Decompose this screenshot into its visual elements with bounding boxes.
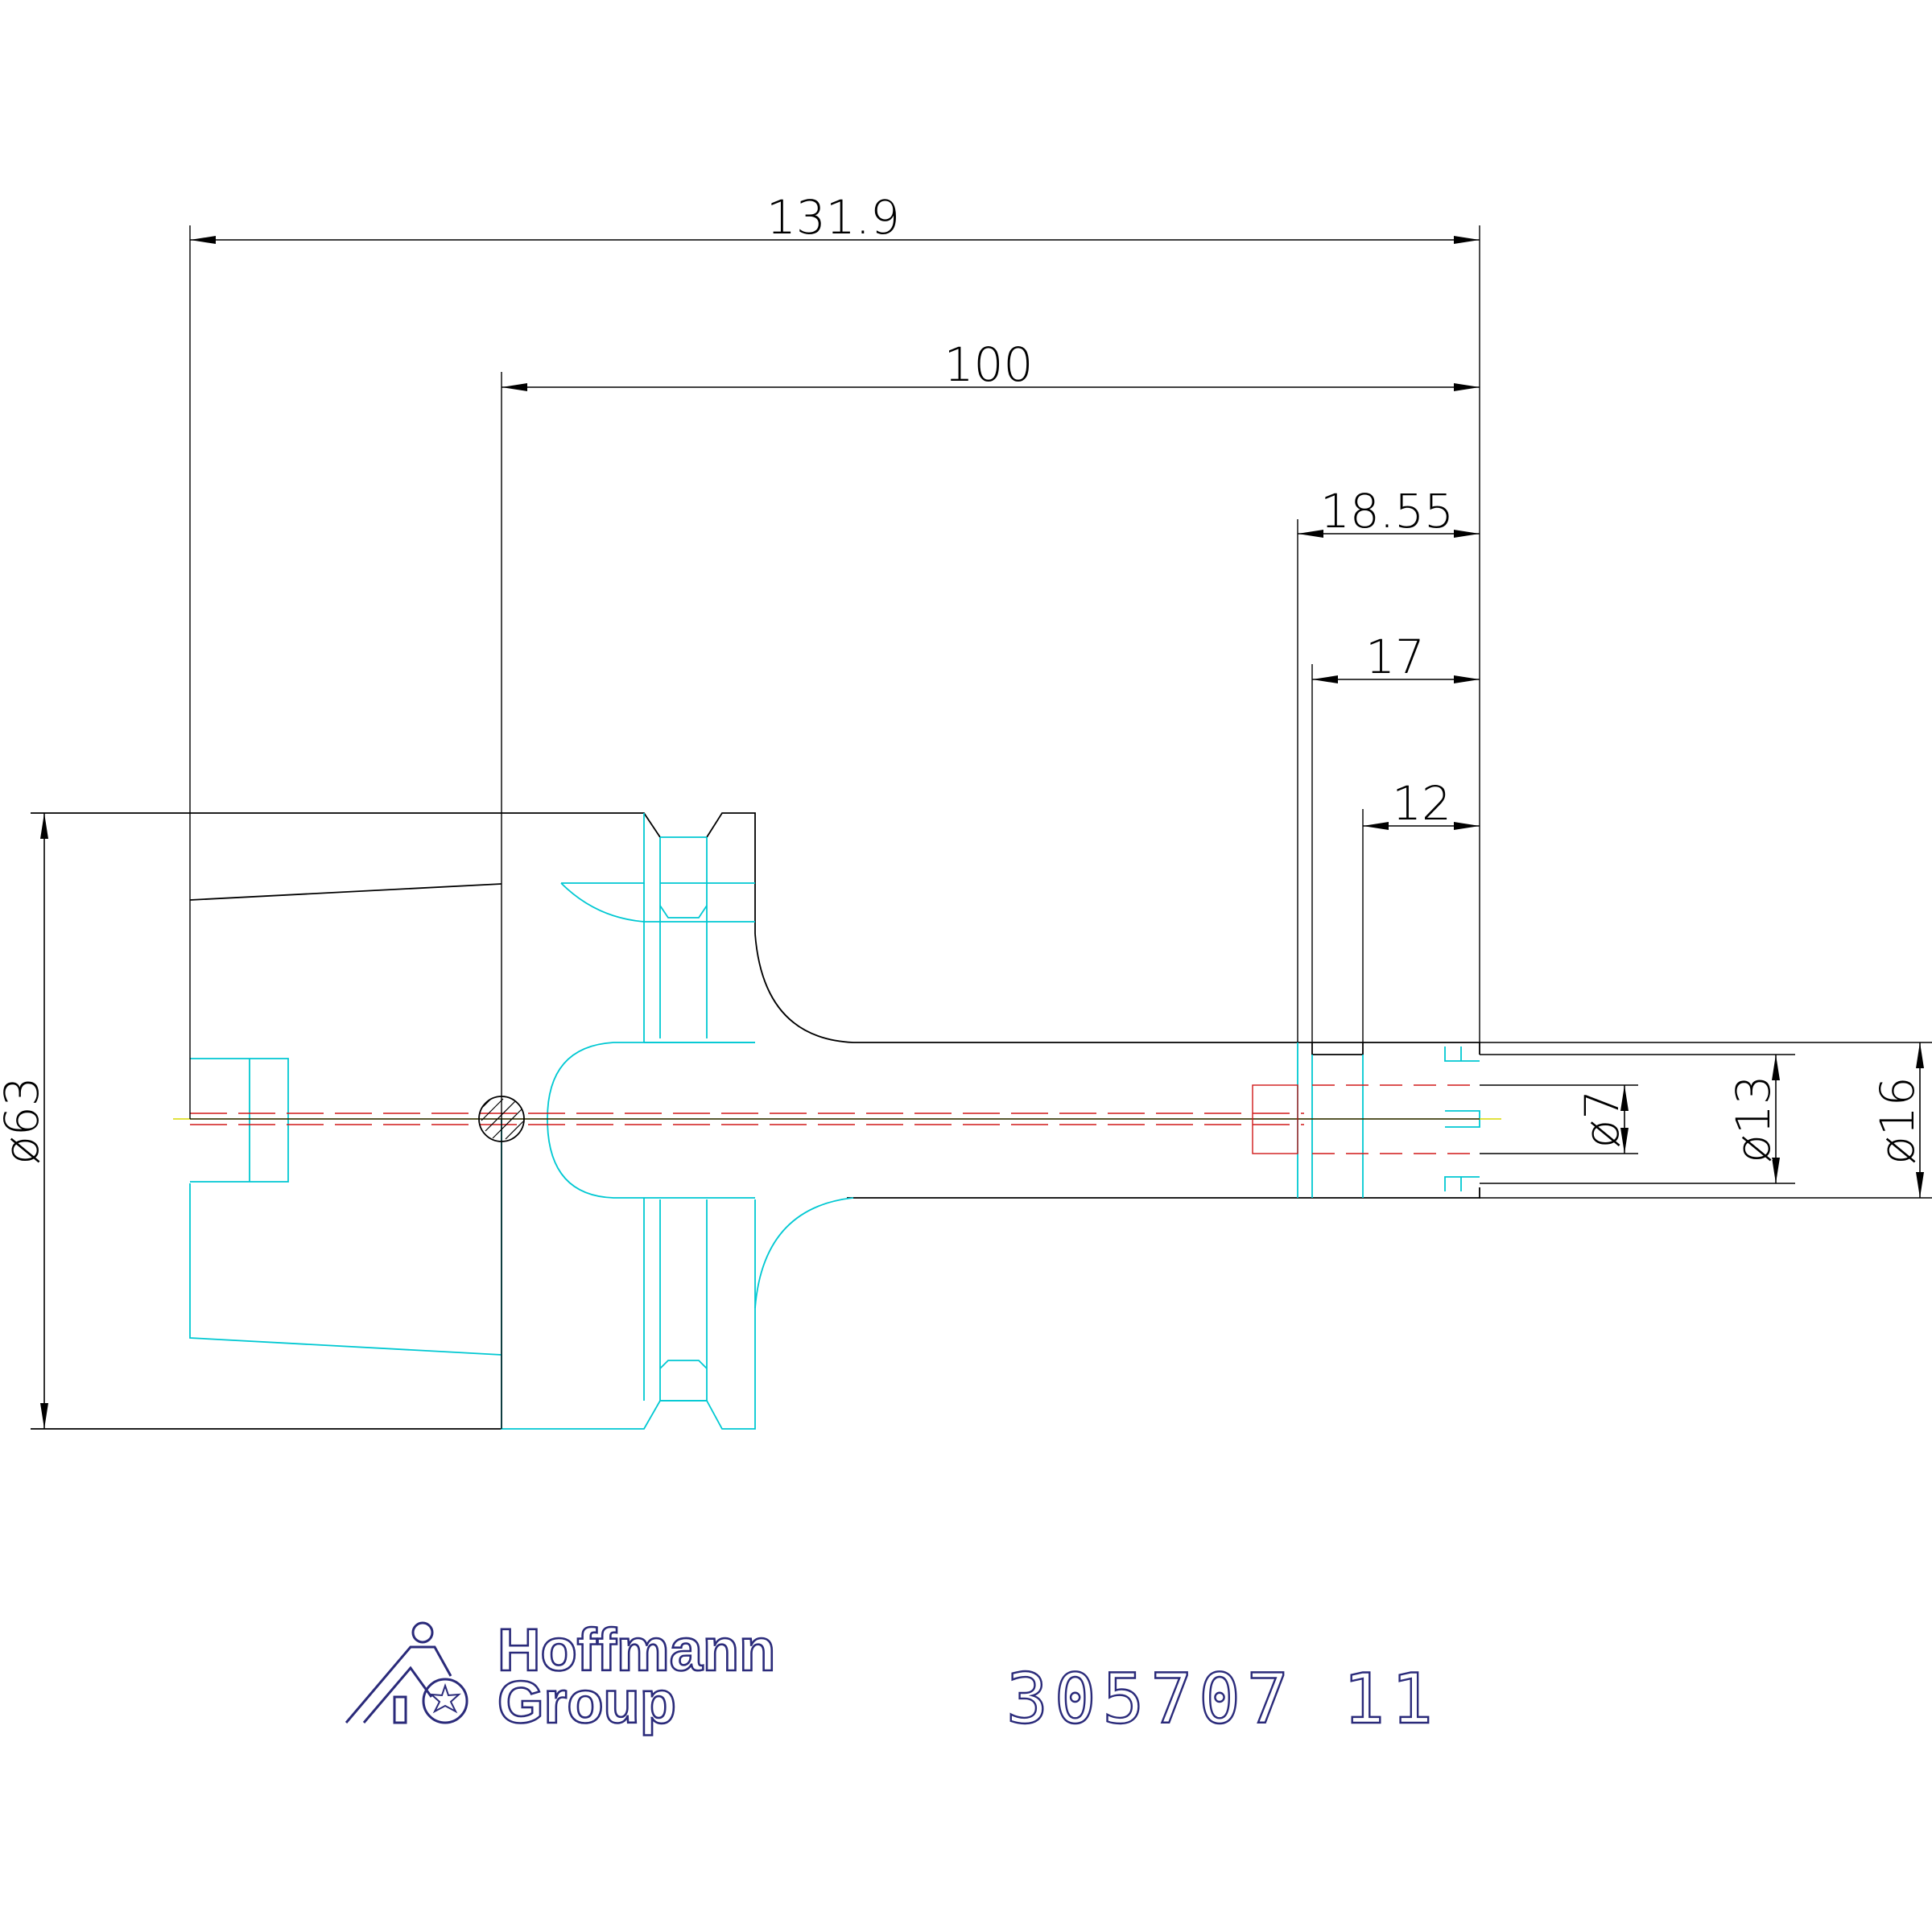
dim-gauge-length: 100 — [944, 337, 1034, 392]
extension-lines — [189, 225, 1932, 1429]
part-body-cyan — [189, 813, 1480, 1430]
dim-17: 17 — [1365, 630, 1425, 684]
logo-figure-icon — [345, 1621, 469, 1724]
dim-diameter-16: ø16 — [1870, 1076, 1925, 1164]
part-number: 305707 11 — [1006, 1659, 1439, 1740]
dim-overall-length: 131.9 — [766, 190, 900, 245]
dim-12: 12 — [1392, 776, 1451, 831]
dim-diameter-7: ø7 — [1575, 1090, 1629, 1148]
dimension-lines — [40, 236, 1924, 1429]
logo-text-line2: Group — [497, 1669, 676, 1736]
dim-diameter-63: ø63 — [0, 1076, 49, 1164]
logo-text-line1: Hoffmann — [497, 1616, 775, 1683]
centerlines — [173, 1084, 1501, 1154]
hoffmann-group-logo: Hoffmann Group — [345, 1616, 777, 1736]
dim-diameter-13: ø13 — [1726, 1075, 1781, 1162]
dim-18-55: 18.55 — [1320, 484, 1454, 539]
